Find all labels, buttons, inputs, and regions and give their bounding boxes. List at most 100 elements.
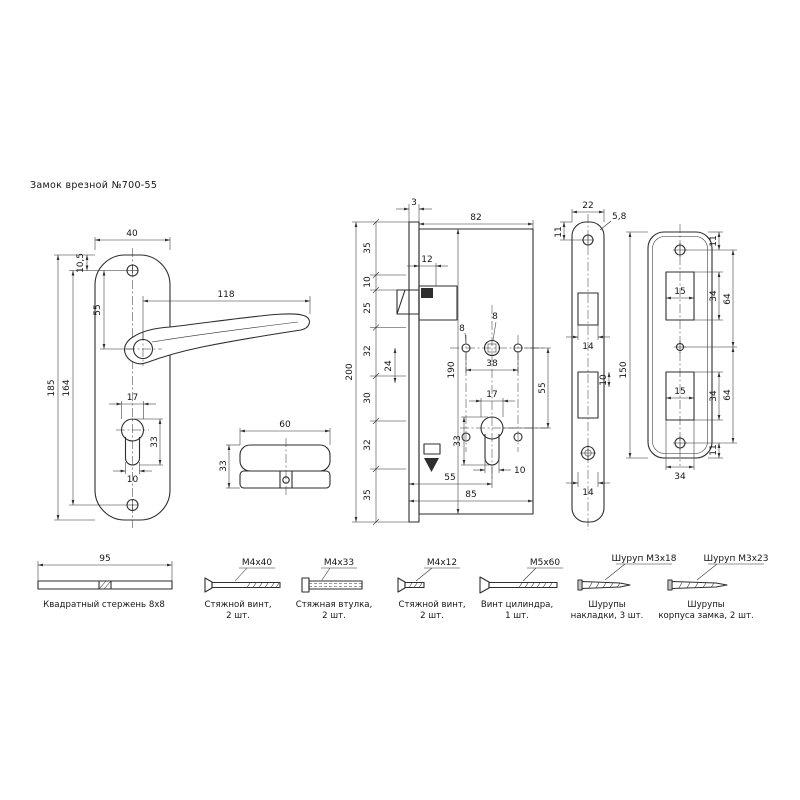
woodscrew18-caption-2: накладки, 3 шт. (571, 611, 644, 621)
dim-cylinder-length: 60 (279, 420, 291, 430)
dim-seg-35-bottom: 35 (363, 489, 373, 500)
dim-total-depth: 85 (465, 490, 476, 500)
strike-upper-cutout (665, 271, 695, 321)
label-size-m4x12: M4x12 (427, 558, 457, 568)
rod-caption: Квадратный стержень 8x8 (43, 600, 165, 610)
strike-lower-cutout (665, 371, 695, 421)
hardware-screw-m4x12: M4x12 Стяжной винт, 2 шт. (397, 558, 466, 621)
dim-seg-24: 24 (384, 360, 394, 372)
dim-strike-top-offset: 11 (709, 235, 719, 246)
dim-hole-spacing: 38 (486, 359, 498, 369)
dim-strike-bottom-width: 34 (674, 472, 686, 482)
cylinder-body (239, 444, 331, 472)
hardware-row: 95 Квадратный стержень 8x8 M4x40 Стяжной… (37, 554, 769, 621)
hardware-bushing-m4x33: M4x33 Стяжная втулка, 2 шт. (296, 558, 373, 621)
cylscrew-caption-1: Винт цилиндра, (481, 600, 553, 610)
dim-strike-upper-width: 15 (674, 287, 685, 297)
dim-handle-length: 118 (217, 290, 234, 300)
cylinder-profile (239, 470, 331, 489)
dim-top-screw-offset: 10,5 (76, 253, 86, 273)
screw40-caption-2: 2 шт. (226, 611, 250, 621)
dim-cylinder-height: 33 (219, 460, 229, 471)
dim-strike-lower-height: 34 (709, 390, 719, 402)
dim-seg-35-top: 35 (363, 242, 373, 253)
dim-strike-lower-span: 64 (723, 389, 733, 401)
dim-cyl-slot: 10 (127, 475, 139, 485)
hardware-square-rod: 95 Квадратный стержень 8x8 (37, 554, 173, 610)
dim-cyl-height: 33 (150, 436, 160, 447)
strike-plate-view: 150 15 15 11 34 64 34 64 11 34 (619, 224, 737, 482)
snib-lever (424, 458, 439, 472)
dim-hole-dia-left: 8 (459, 324, 465, 334)
label-size-m4x33: M4x33 (324, 558, 354, 568)
dim-strike-height: 150 (619, 361, 629, 378)
drawing-title: Замок врезной №700-55 (30, 180, 157, 191)
screw-body (581, 580, 631, 590)
dim-screw-spacing: 164 (62, 379, 72, 396)
dim-plate-height: 185 (47, 379, 57, 396)
internal-part (423, 443, 441, 455)
bushing-head (301, 577, 310, 593)
dim-seg-25: 25 (363, 302, 373, 313)
dim-strike-lower-width: 15 (674, 387, 685, 397)
screw12-caption-2: 2 шт. (420, 611, 444, 621)
hardware-woodscrew-m3x23: Шуруп M3x23 Шурупы корпуса замка, 2 шт. (658, 554, 768, 621)
dim-case-cyl-slot: 10 (514, 466, 526, 476)
lock-case (418, 228, 534, 515)
dim-forend-thickness: 3 (411, 198, 417, 208)
screw-body (671, 580, 728, 590)
dim-latch-offset: 12 (421, 255, 432, 265)
dim-strike-upper-span: 64 (723, 293, 733, 305)
label-size-m3x23: Шуруп M3x23 (703, 554, 768, 564)
dim-strike-upper-height: 34 (709, 290, 719, 302)
latch-bolt (396, 289, 420, 315)
dim-faceplate-bolt-width: 10 (599, 374, 609, 386)
label-size-m3x18: Шуруп M3x18 (611, 554, 676, 564)
dim-screw-to-handle: 55 (93, 304, 103, 315)
cylinder-view: 60 33 (219, 420, 331, 495)
square-rod (37, 580, 173, 590)
lock-body-view: 8 8 38 17 33 10 55 24 12 3 82 35 10 25 3… (345, 198, 551, 526)
dim-strike-bottom-offset: 11 (709, 444, 719, 455)
woodscrew23-caption-1: Шурупы (687, 600, 724, 610)
handle-plate-view: 40 10,5 55 164 185 118 17 33 10 (47, 229, 311, 528)
dim-plate-width: 40 (126, 229, 138, 239)
hardware-screw-m5x60: M5x60 Винт цилиндра, 1 шт. (479, 558, 563, 621)
screw40-caption-1: Стяжной винт, (204, 600, 271, 610)
forend-strip (408, 221, 420, 523)
dim-faceplate-hole-offset: 5,8 (612, 212, 627, 222)
door-handle-lever (123, 313, 310, 365)
screw12-caption-1: Стяжной винт, (398, 600, 465, 610)
dim-case-height: 190 (447, 361, 457, 378)
dim-faceplate-bottom-cutout: 14 (582, 488, 594, 498)
screw-head (479, 576, 490, 594)
dim-seg-32-lower: 32 (363, 439, 373, 450)
dim-cyl-width: 17 (127, 393, 138, 403)
faceplate-bolt-cutout (577, 371, 599, 419)
hardware-woodscrew-m3x18: Шуруп M3x18 Шурупы накладки, 3 шт. (571, 554, 677, 621)
dim-seg-10: 10 (363, 276, 373, 288)
dim-hole-dia-mid: 8 (492, 312, 498, 322)
woodscrew18-caption-1: Шурупы (588, 600, 625, 610)
dim-faceplate-width: 22 (582, 201, 593, 211)
dim-centers-spacing: 55 (538, 382, 548, 393)
dim-faceplate-latch-cutout: 14 (582, 342, 594, 352)
hardware-screw-m4x40: M4x40 Стяжной винт, 2 шт. (204, 558, 281, 621)
dim-faceplate-top-offset: 11 (554, 226, 564, 237)
screw-head (397, 577, 406, 593)
label-size-m5x60: M5x60 (530, 558, 561, 568)
bushing-caption-2: 2 шт. (322, 611, 346, 621)
dim-case-depth: 82 (470, 213, 481, 223)
dim-forend-height: 200 (345, 363, 355, 380)
dim-backset: 55 (444, 473, 455, 483)
dim-seg-32-upper: 32 (363, 345, 373, 356)
cylscrew-caption-2: 1 шт. (505, 611, 529, 621)
faceplate-view: 22 5,8 11 14 10 14 (554, 201, 627, 530)
faceplate-latch-cutout (577, 292, 599, 326)
woodscrew23-caption-2: корпуса замка, 2 шт. (658, 611, 753, 621)
screw-head (204, 577, 213, 593)
label-size-m4x40: M4x40 (242, 558, 273, 568)
bushing-caption-1: Стяжная втулка, (296, 600, 373, 610)
